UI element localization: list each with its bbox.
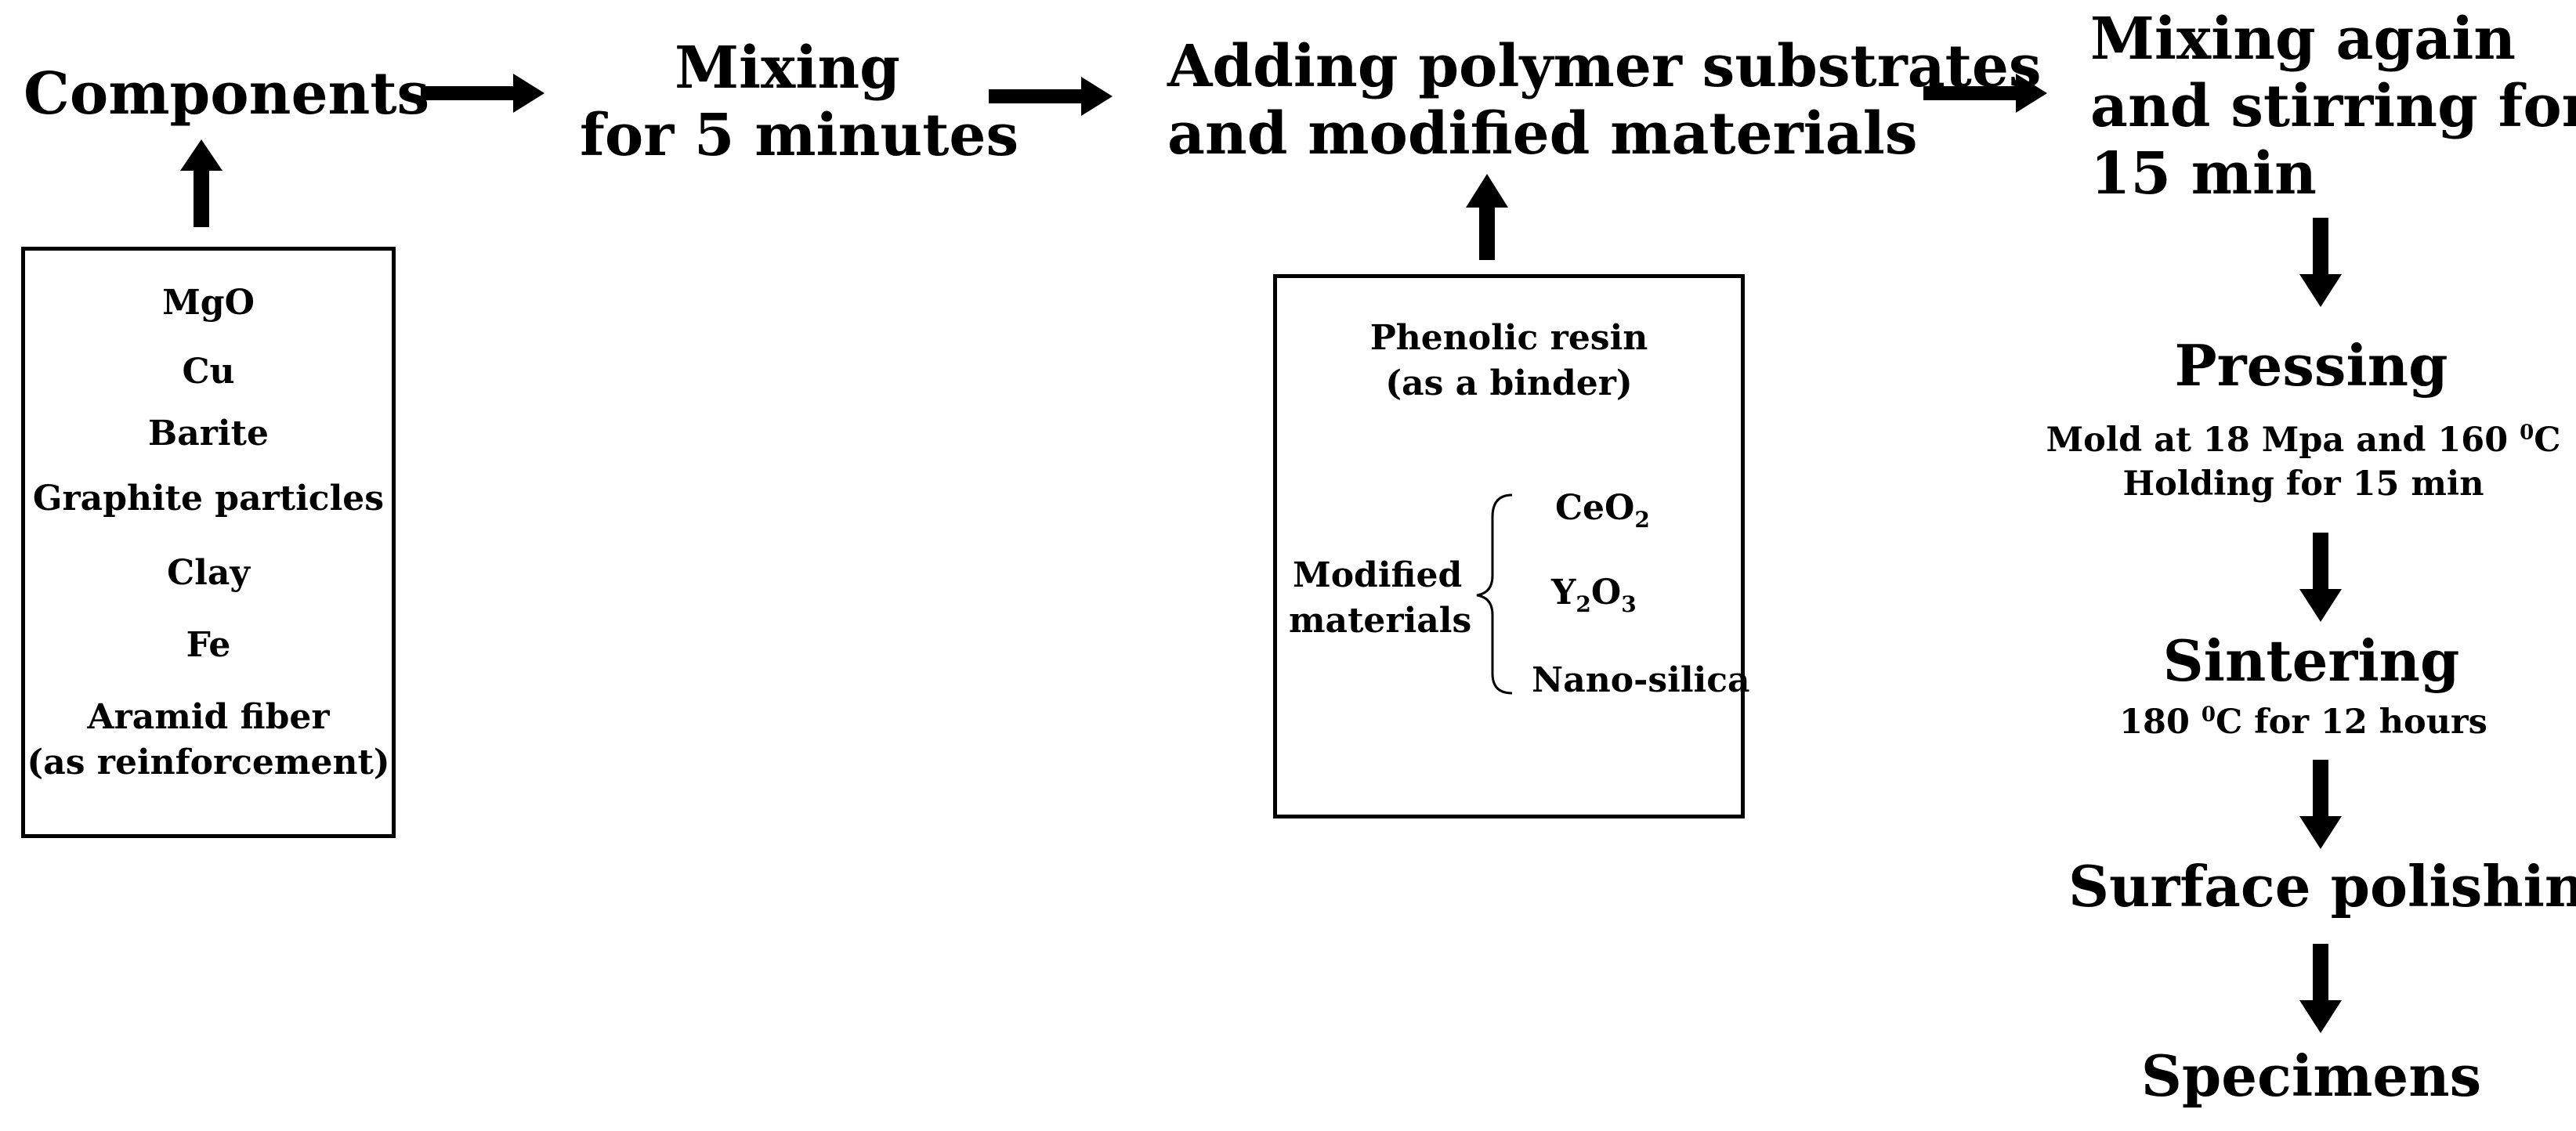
step-mixing-line1: Mixing <box>675 34 900 102</box>
step-pressing: Pressing <box>2174 332 2448 399</box>
step-mixing-again: Mixing again and stirring for 15 min <box>2090 5 2576 208</box>
step-components: Components <box>24 60 430 128</box>
arrow-surface-to-specimens <box>2299 944 2342 1033</box>
step-mixing-line2: for 5 minutes <box>580 101 1019 169</box>
sintering-detail: 180 0C for 12 hours <box>2119 703 2487 742</box>
component-clay: Clay <box>167 553 250 593</box>
step-surface-polishing: Surface polishing <box>2068 853 2576 920</box>
binder-line1: Phenolic resin <box>1369 318 1648 358</box>
component-aramid-note: (as reinforcement) <box>27 743 390 782</box>
step-adding-line2: and modified materials <box>1167 99 1918 168</box>
step-adding: Adding polymer substrates and modified m… <box>1167 33 2042 168</box>
step-mixing-again-line3: 15 min <box>2090 139 2317 208</box>
modified-label-line2: materials <box>1289 601 1472 641</box>
pressing-detail-line2: Holding for 15 min <box>2122 464 2484 504</box>
arrow-sintering-to-surface <box>2299 760 2342 849</box>
step-sintering: Sintering <box>2162 627 2460 694</box>
binder-box: Phenolic resin (as a binder) Modified ma… <box>1273 274 1750 818</box>
step-mixing: Mixing for 5 minutes <box>580 34 1019 170</box>
arrow-mixing-again-to-pressing <box>2299 218 2342 307</box>
binder-line2: (as a binder) <box>1385 363 1633 403</box>
modified-nano-silica: Nano-silica <box>1532 660 1750 700</box>
component-graphite: Graphite particles <box>32 479 385 519</box>
step-adding-line1: Adding polymer substrates <box>1167 33 2042 100</box>
modified-ceo2: CeO2 <box>1555 488 1650 533</box>
modified-y2o3: Y2O3 <box>1551 573 1637 617</box>
arrow-pressing-to-sintering <box>2299 533 2342 622</box>
step-mixing-again-line2: and stirring for <box>2090 72 2576 140</box>
modified-label-line1: Modified <box>1293 555 1463 595</box>
component-aramid: Aramid fiber <box>87 697 330 737</box>
arrow-mixing-to-adding <box>989 77 1113 116</box>
arrow-box-to-components <box>180 139 223 227</box>
component-mgo: MgO <box>162 283 255 323</box>
arrow-box-to-adding <box>1466 174 1508 260</box>
modified-brace <box>1476 493 1513 695</box>
component-fe: Fe <box>186 625 231 665</box>
arrow-adding-to-mixing-again <box>1923 74 2047 113</box>
pressing-detail: Mold at 18 Mpa and 160 0C Holding for 15… <box>2021 419 2576 507</box>
component-barite: Barite <box>148 414 269 453</box>
arrow-components-to-mixing <box>421 74 545 113</box>
component-cu: Cu <box>182 352 235 392</box>
step-specimens: Specimens <box>2140 1042 2482 1109</box>
step-mixing-again-line1: Mixing again <box>2090 5 2516 73</box>
pressing-detail-line1: Mold at 18 Mpa and 160 0C <box>2046 421 2561 460</box>
components-box: MgO Cu Barite Graphite particles Clay Fe… <box>21 247 396 838</box>
